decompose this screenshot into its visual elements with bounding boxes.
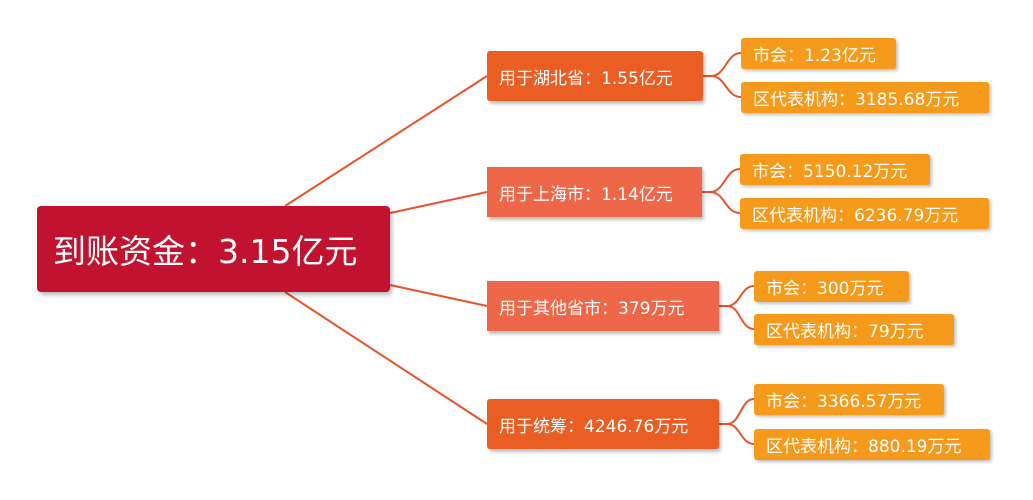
- root-to-branch-connector-3: [284, 291, 488, 425]
- leaf-node-hubei-district: 区代表机构：3185.68万元: [741, 82, 989, 113]
- leaf-node-planning-city: 市会：3366.57万元: [754, 384, 944, 415]
- branch-node-label: 用于统筹：4246.76万元: [499, 416, 689, 437]
- branch-to-leaf-connector-1-0: [702, 168, 741, 193]
- root-node-label: 到账资金：3.15亿元: [53, 232, 358, 271]
- leaf-node-label: 市会：300万元: [766, 279, 884, 299]
- branch-node-shanghai: 用于上海市：1.14亿元: [487, 167, 702, 217]
- branch-node-overall-planning: 用于统筹：4246.76万元: [487, 399, 719, 449]
- branch-to-leaf-connector-2-0: [719, 285, 755, 307]
- branch-to-leaf-connector-3-0: [719, 398, 755, 425]
- leaf-node-label: 区代表机构：79万元: [766, 322, 924, 342]
- branch-node-other-provinces: 用于其他省市：379万元: [487, 281, 719, 331]
- leaf-node-label: 区代表机构：3185.68万元: [753, 90, 960, 110]
- branch-node-label: 用于上海市：1.14亿元: [499, 184, 673, 205]
- branch-node-label: 用于湖北省：1.55亿元: [499, 68, 673, 89]
- leaf-node-label: 区代表机构：880.19万元: [766, 437, 962, 457]
- leaf-node-hubei-city: 市会：1.23亿元: [741, 38, 896, 69]
- leaf-node-other-district: 区代表机构：79万元: [754, 314, 954, 345]
- root-to-branch-connector-0: [284, 75, 488, 207]
- leaf-node-planning-district: 区代表机构：880.19万元: [754, 429, 990, 460]
- root-to-branch-connector-2: [389, 284, 488, 307]
- branch-node-label: 用于其他省市：379万元: [499, 298, 685, 319]
- branch-to-leaf-connector-0-1: [703, 75, 742, 98]
- leaf-node-other-city: 市会：300万元: [754, 271, 909, 302]
- root-node-total-funds: 到账资金：3.15亿元: [37, 206, 390, 292]
- leaf-node-shanghai-city: 市会：5150.12万元: [740, 154, 930, 185]
- leaf-node-label: 区代表机构：6236.79万元: [752, 206, 959, 226]
- root-to-branch-connector-1: [389, 191, 488, 214]
- leaf-node-label: 市会：5150.12万元: [752, 162, 908, 182]
- leaf-node-label: 市会：1.23亿元: [753, 46, 876, 66]
- branch-to-leaf-connector-0-0: [703, 52, 742, 77]
- leaf-node-label: 市会：3366.57万元: [766, 392, 922, 412]
- leaf-node-shanghai-district: 区代表机构：6236.79万元: [740, 198, 989, 229]
- branch-to-leaf-connector-3-1: [719, 423, 755, 445]
- branch-node-hubei: 用于湖北省：1.55亿元: [487, 51, 703, 101]
- branch-to-leaf-connector-1-1: [702, 191, 741, 214]
- branch-to-leaf-connector-2-1: [719, 305, 755, 330]
